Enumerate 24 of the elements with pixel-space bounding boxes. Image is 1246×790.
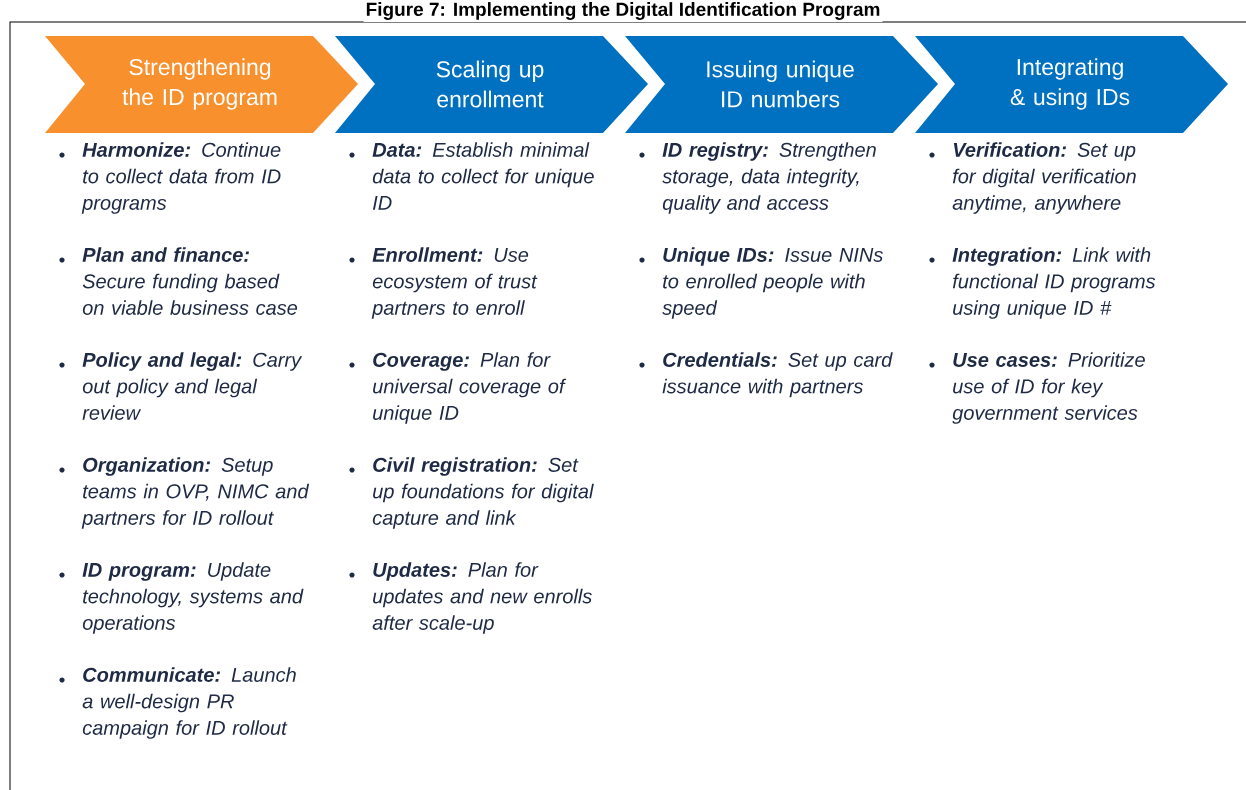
bullet-text: Enrollment: Use ecosystem of trust partners to enroll: [371, 247, 538, 319]
bullet-text: Harmonize: Continue to collect data from ID programs: [81, 142, 281, 214]
bullet-text: Organization: Setup teams in OVP, NIMC and partners for ID rollout: [81, 457, 310, 529]
node-label: Scaling up enrollment: [436, 60, 544, 108]
bullet-text: Communicate: Launch a well-design PR campaign for ID rollout: [82, 667, 296, 739]
process-step: Strengthening the ID program: [45, 36, 358, 133]
bullet-text: Verification: Set up for digital verification anytime, anywhere: [952, 142, 1136, 214]
bullet-text: Credentials: Set up card issuance with partners: [662, 352, 893, 398]
process-step: Scaling up enrollment: [335, 36, 648, 133]
bullet-text: Policy and legal: Carry out policy and legal review: [82, 352, 303, 420]
figure-title: Figure 7: Implementing the Digital Identification Program: [363, 0, 883, 22]
bullet-text: Plan and finance: Secure funding based on viable business case: [82, 247, 298, 315]
process-step: Issuing unique ID numbers: [625, 36, 938, 133]
bullet-text: Integration: Link with functional ID programs using unique ID #: [952, 247, 1156, 319]
process-step: Integrating & using IDs: [915, 36, 1228, 133]
bullet-text: Updates: Plan for updates and new enrolls after scale-up: [372, 562, 592, 634]
bullet-text: ID registry: Strengthen storage, data integrity, quality and access: [662, 142, 876, 214]
bullet-text: Unique IDs: Issue NINs to enrolled people with speed: [662, 247, 883, 319]
node-label: Issuing unique ID numbers: [707, 60, 854, 108]
bullet-text: Coverage: Plan for universal coverage of unique ID: [373, 352, 567, 424]
bullet-text: ID program: Update technology, systems and operations: [82, 562, 304, 634]
bullet-text: Civil registration: Set up foundations for digital capture and link: [372, 457, 594, 529]
bullet-text: Use cases: Prioritize use of ID for key government services: [952, 352, 1145, 424]
bullet-text: Data: Establish minimal data to collect for unique ID: [372, 142, 594, 210]
